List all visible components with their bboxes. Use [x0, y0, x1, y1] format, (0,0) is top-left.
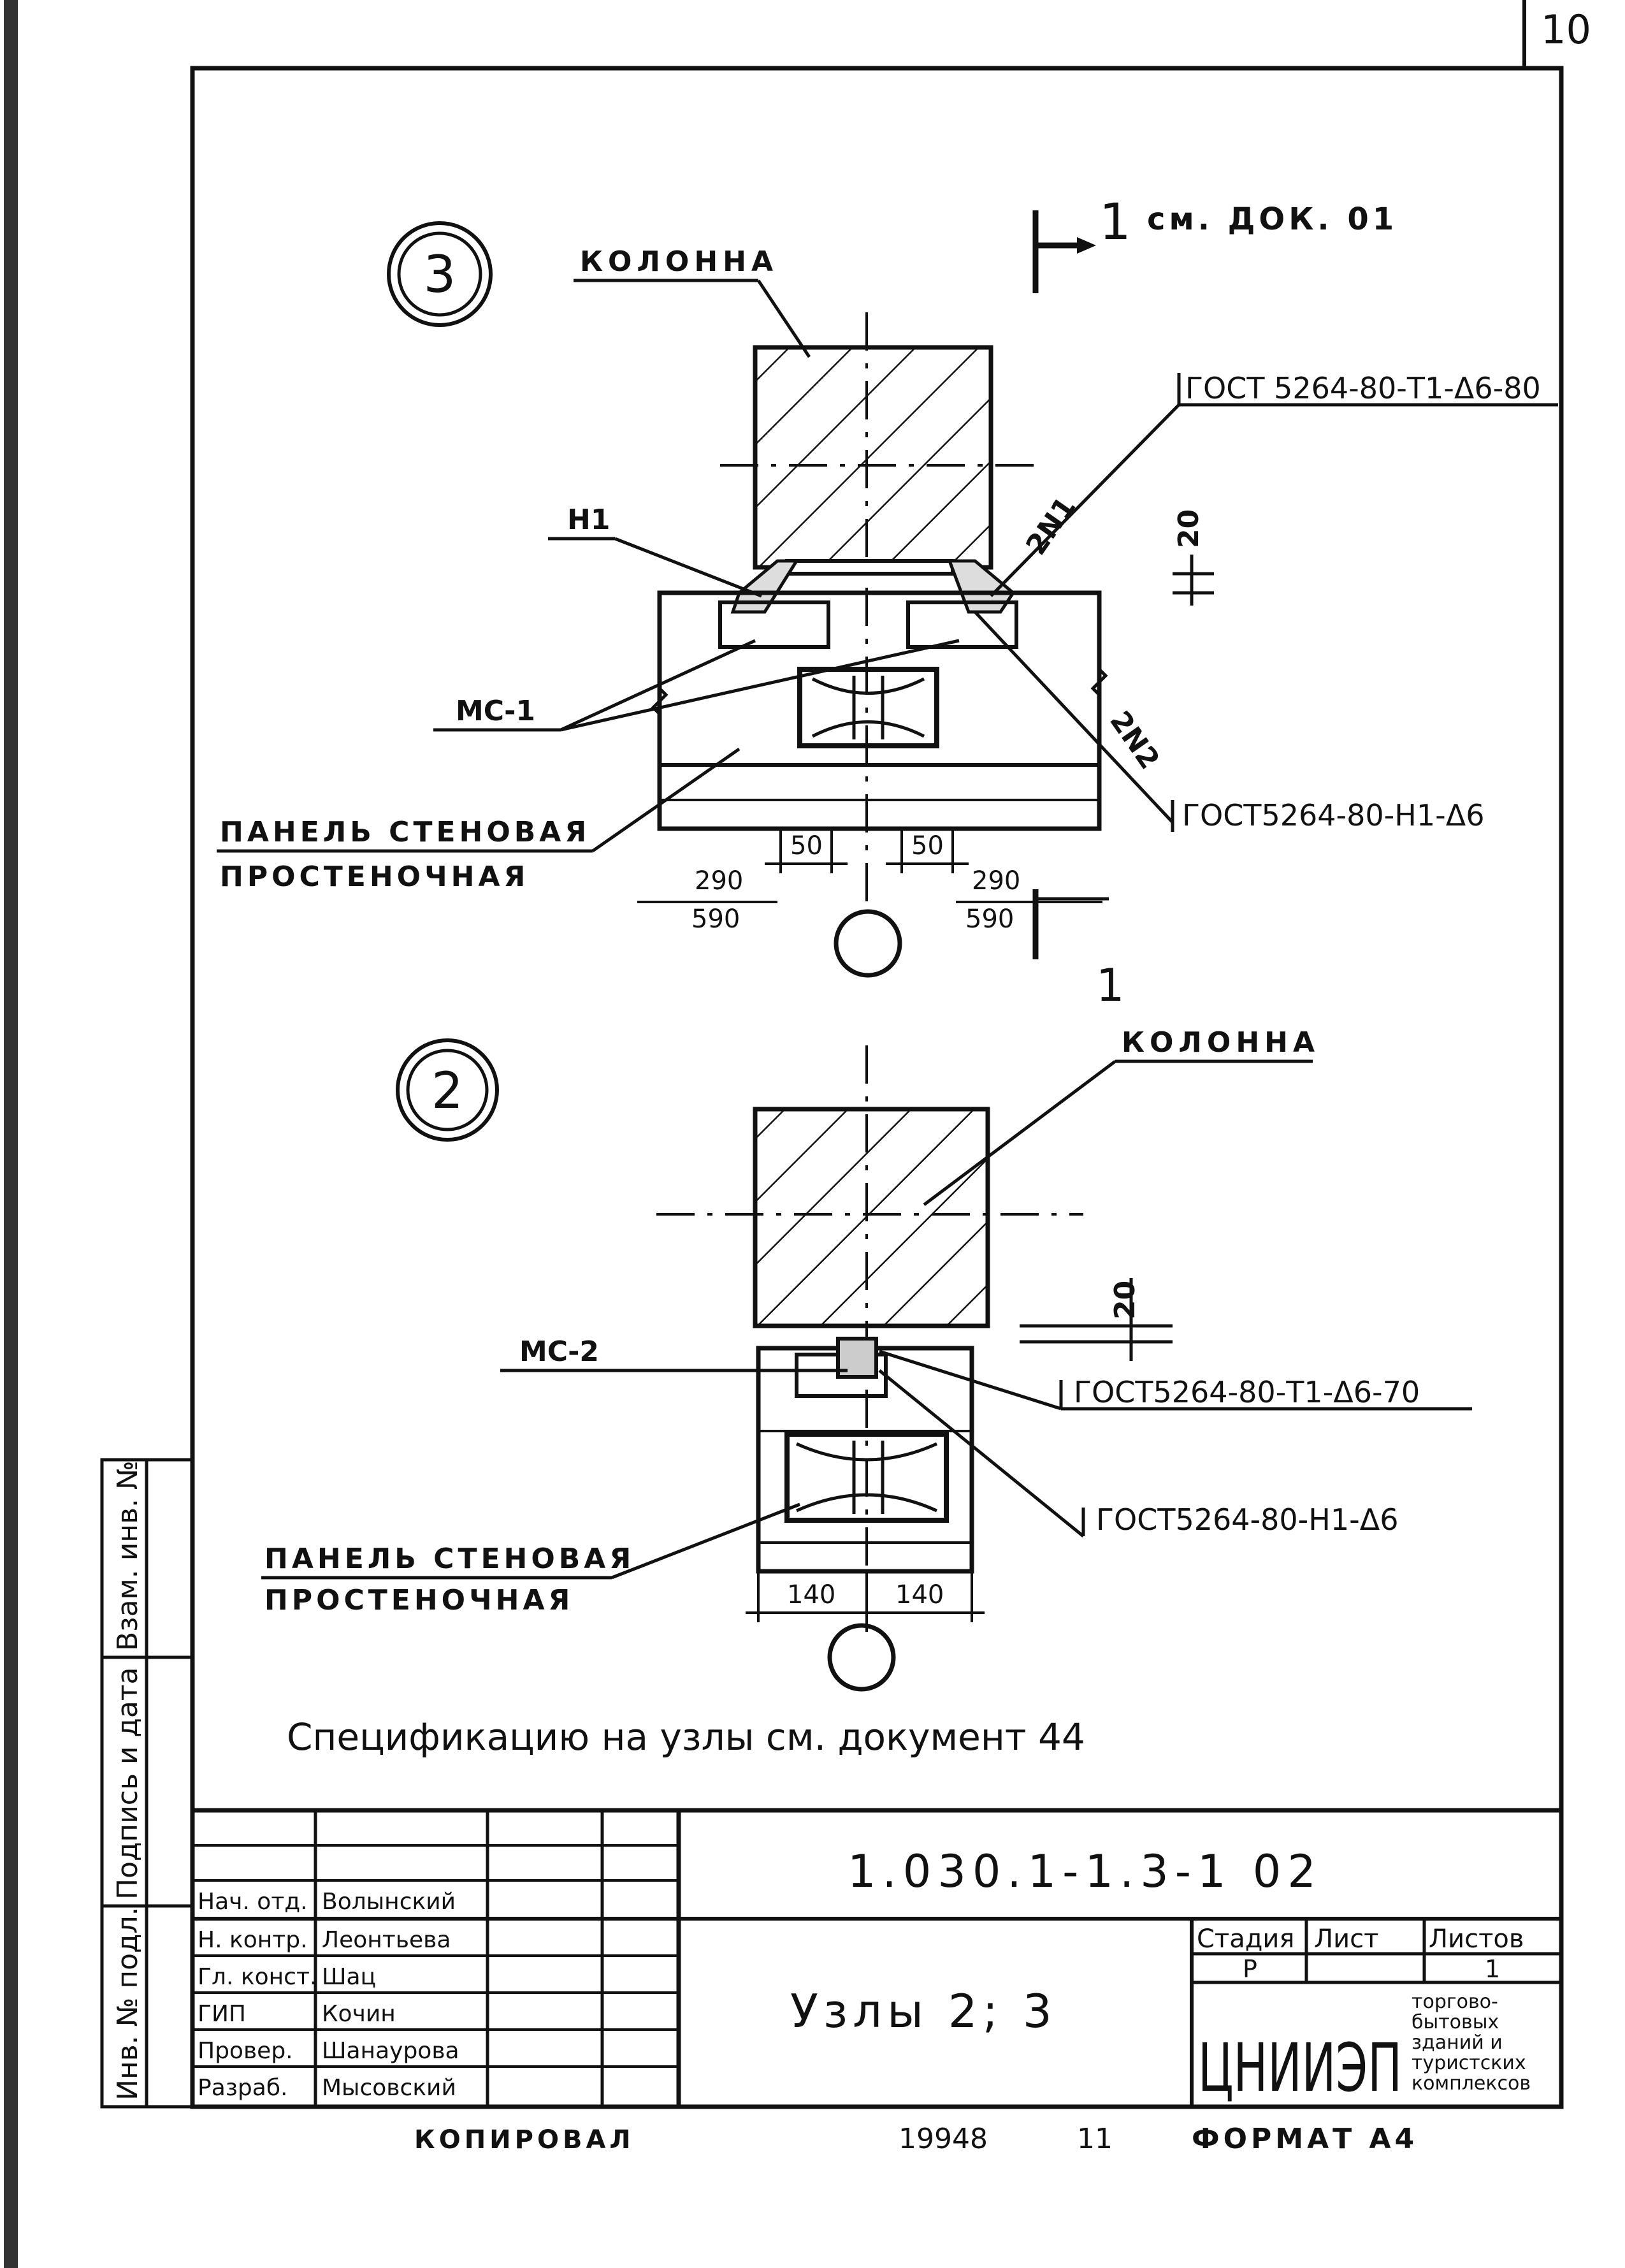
node-3-column-label: КОЛОННА [580, 245, 778, 278]
person-name: Мысовский [322, 2075, 456, 2101]
leader-line [990, 403, 1180, 597]
stamp-inv-original: Инв. № подл. [112, 1907, 144, 2100]
embedded-part-left [730, 559, 800, 614]
node-2-panel-line2: ПРОСТЕНОЧНАЯ [264, 1584, 574, 1617]
node-2: 2 КОЛОННА МС-2 20 ГОСТ5264-80-Т1-Δ6-70 [261, 1026, 1472, 1692]
specification-note: Спецификацию на узлы см. документ 44 [287, 1715, 1085, 1759]
node-3-weld-top: ГОСТ 5264-80-Т1-Δ6-80 [1185, 371, 1541, 405]
organization-description-line: торгово- [1412, 1991, 1498, 2013]
node-3-panel-line1: ПАНЕЛЬ СТЕНОВАЯ [220, 816, 590, 848]
node-3-mc-label: МС-1 [456, 695, 535, 727]
axis-marker [834, 909, 902, 978]
node-3-number: 3 [424, 245, 456, 304]
order-number: 19948 [899, 2123, 988, 2155]
leader-line [878, 1369, 1085, 1537]
person-name: Леонтьева [322, 1927, 451, 1953]
node-2-gap: 20 [1109, 1281, 1141, 1319]
copied-label: КОПИРОВАЛ [414, 2125, 635, 2155]
panel-void [797, 667, 939, 748]
node-3-part-n1: Н1 [567, 504, 610, 536]
node-3-dim-50-left: 50 [790, 831, 823, 861]
node-3-part-2n1: 2N1 [1020, 491, 1082, 561]
node-3: 3 КОЛОННА 1 см. ДОК. 01 Н1 [217, 194, 1558, 1012]
role-label: Н. контр. [198, 1927, 308, 1953]
node-2-column [753, 1107, 990, 1328]
node-3-panel-line2: ПРОСТЕНОЧНАЯ [220, 861, 529, 893]
leader-line [879, 1349, 1062, 1411]
node-3-gap: 20 [1173, 509, 1205, 548]
organization-description-line: комплексов [1412, 2072, 1531, 2095]
role-label: Разраб. [198, 2075, 287, 2101]
stage-value: Р [1243, 1955, 1257, 1983]
node-3-dim-590-left: 590 [691, 905, 740, 934]
stamp-signature-date: Подпись и дата [112, 1668, 144, 1900]
organization-description-line: зданий и [1412, 2032, 1503, 2054]
side-stamp: Взам. инв. № Подпись и дата Инв. № подл. [100, 1458, 194, 2109]
panel-void [784, 1432, 949, 1523]
node-3-plate [785, 559, 955, 576]
binding-strip [4, 0, 18, 2268]
embedded-part [836, 1337, 878, 1379]
drawing-frame [190, 66, 1564, 2109]
node-2-number: 2 [431, 1063, 463, 1120]
person-name: Шац [322, 1964, 376, 1990]
organization-description-line: бытовых [1412, 2011, 1499, 2033]
node-2-weld-bottom: ГОСТ5264-80-Н1-Δ6 [1096, 1502, 1398, 1537]
node-3-marker [387, 221, 493, 327]
sheets-value: 1 [1485, 1955, 1500, 1983]
page-number: 10 [1541, 6, 1591, 53]
node-3-dim-290-left: 290 [695, 866, 743, 896]
order-suffix: 11 [1077, 2123, 1113, 2155]
node-3-weld-bottom: ГОСТ5264-80-Н1-Δ6 [1182, 798, 1484, 832]
sheets-header: Листов [1429, 1924, 1524, 1954]
node-3-section-mark-bottom: 1 [1096, 959, 1125, 1012]
leader-line [974, 611, 1174, 824]
axis-marker [827, 1623, 896, 1692]
document-code: 1.030.1-1.3-1 02 [848, 1845, 1322, 1898]
role-label: Гл. конст. [198, 1964, 317, 1990]
node-3-section-mark: 1 [1099, 194, 1131, 251]
node-2-dim-140-right: 140 [895, 1580, 944, 1610]
person-name: Волынский [322, 1889, 456, 1915]
node-2-weld-top: ГОСТ5264-80-Т1-Δ6-70 [1074, 1375, 1420, 1409]
leader-line [756, 279, 811, 358]
sheet-title: Узлы 2; 3 [790, 1984, 1057, 2038]
title-block: Нач. отд. Волынский Н. контр. ЛеонтьеваГл. … [192, 1808, 1561, 2107]
role-label: Нач. отд. [198, 1889, 308, 1915]
node-3-panel [657, 590, 1102, 831]
node-3-dim-290-right: 290 [972, 866, 1020, 896]
node-2-mc-label: МС-2 [519, 1335, 599, 1368]
node-3-dim-50-right: 50 [911, 831, 944, 861]
node-3-column [753, 345, 993, 570]
stamp-replaces-inv: Взам. инв. № [112, 1460, 144, 1651]
role-label: ГИП [198, 2001, 246, 2027]
roles-list: Нач. отд. Волынский Н. контр. ЛеонтьеваГл. … [198, 1889, 459, 2101]
node-2-column-label: КОЛОННА [1122, 1026, 1320, 1059]
node-2-panel-line1: ПАНЕЛЬ СТЕНОВАЯ [264, 1543, 635, 1575]
node-2-dim-140-left: 140 [787, 1580, 835, 1610]
organization-description-line: туристских [1412, 2052, 1526, 2074]
person-name: Шанаурова [322, 2038, 459, 2064]
node-3-section-ref: см. ДОК. 01 [1147, 201, 1398, 237]
stage-header: Стадия [1197, 1924, 1294, 1954]
node-3-dim-590-right: 590 [965, 905, 1014, 934]
node-3-part-2n2: 2N2 [1103, 705, 1166, 775]
sheet-header: Лист [1314, 1924, 1378, 1954]
node-2-marker [396, 1038, 499, 1142]
organization-logo: ЦНИИЭП [1198, 2029, 1402, 2107]
format-label: ФОРМАТ А4 [1192, 2123, 1418, 2155]
person-name: Кочин [322, 2001, 396, 2027]
role-label: Провер. [198, 2038, 293, 2064]
